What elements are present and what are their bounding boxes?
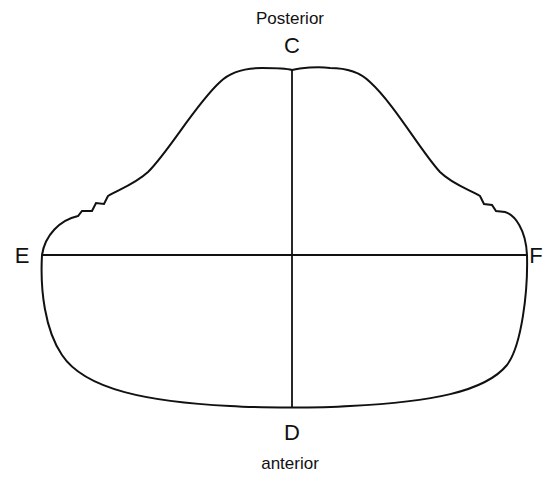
direction-label: Posterior [256, 10, 324, 27]
point-letter: D [284, 422, 300, 444]
section-outline [42, 67, 528, 407]
axis-line [291, 70, 293, 407]
direction-label: anterior [261, 455, 319, 472]
point-letter: F [529, 245, 542, 267]
point-letter: E [15, 245, 30, 267]
axis-line [42, 254, 527, 256]
point-letter: C [284, 35, 300, 57]
